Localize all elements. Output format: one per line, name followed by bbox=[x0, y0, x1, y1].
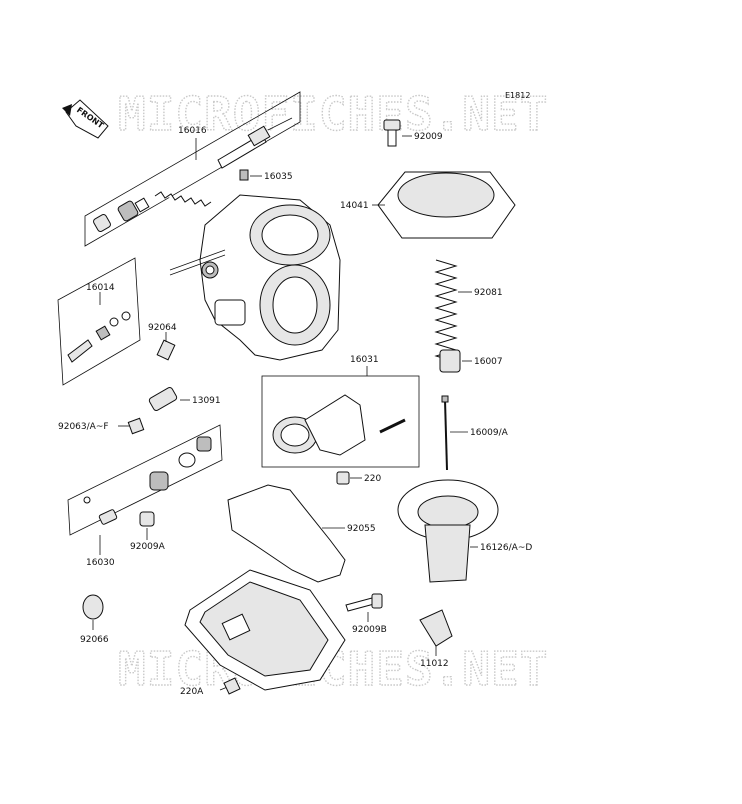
part-220 bbox=[336, 471, 362, 485]
part-16035 bbox=[239, 169, 262, 181]
front-arrow-icon: FRONT bbox=[62, 99, 109, 139]
label-16035: 16035 bbox=[264, 172, 293, 182]
part-92009 bbox=[383, 119, 412, 147]
label-92081: 92081 bbox=[474, 288, 503, 298]
part-92063 bbox=[118, 417, 145, 435]
part-92009A bbox=[139, 511, 155, 540]
part-92064 bbox=[156, 332, 176, 361]
label-14041: 14041 bbox=[340, 201, 369, 211]
part-16014-group bbox=[57, 257, 141, 386]
label-16009: 16009/A bbox=[470, 428, 509, 438]
label-16126: 16126/A~D bbox=[480, 543, 532, 553]
part-16016-group bbox=[84, 91, 301, 247]
part-14041-cap bbox=[372, 171, 516, 239]
part-16031-group bbox=[261, 366, 420, 468]
label-92055: 92055 bbox=[347, 524, 376, 534]
part-92066 bbox=[82, 594, 104, 630]
part-16007 bbox=[439, 349, 472, 373]
float-bowl bbox=[184, 569, 346, 695]
label-92063: 92063/A~F bbox=[58, 422, 109, 432]
part-11012-boot bbox=[419, 609, 453, 656]
label-92064: 92064 bbox=[148, 323, 177, 333]
label-92066: 92066 bbox=[80, 635, 109, 645]
carburetor-body bbox=[169, 194, 341, 361]
label-11012: 11012 bbox=[420, 659, 449, 669]
label-16016: 16016 bbox=[178, 126, 207, 136]
part-13091 bbox=[148, 387, 190, 411]
label-220A: 220A bbox=[180, 687, 204, 697]
label-13091: 13091 bbox=[192, 396, 221, 406]
part-92055-gasket bbox=[227, 484, 346, 583]
label-92009A: 92009A bbox=[130, 542, 166, 552]
label-92009B: 92009B bbox=[352, 625, 387, 635]
label-16030: 16030 bbox=[86, 558, 115, 568]
label-16014: 16014 bbox=[86, 283, 115, 293]
label-220: 220 bbox=[364, 474, 381, 484]
part-92009B bbox=[345, 593, 383, 622]
diagram-code: E1812 bbox=[505, 91, 530, 100]
label-16007: 16007 bbox=[474, 357, 503, 367]
part-92081-spring bbox=[434, 259, 472, 363]
label-16031: 16031 bbox=[350, 355, 379, 365]
watermark-top: MICROFICHES.NET bbox=[118, 87, 548, 141]
part-16030-group bbox=[67, 424, 223, 555]
part-16009-needle bbox=[441, 395, 468, 471]
part-16126-diaphragm bbox=[397, 479, 499, 583]
label-92009: 92009 bbox=[414, 132, 443, 142]
